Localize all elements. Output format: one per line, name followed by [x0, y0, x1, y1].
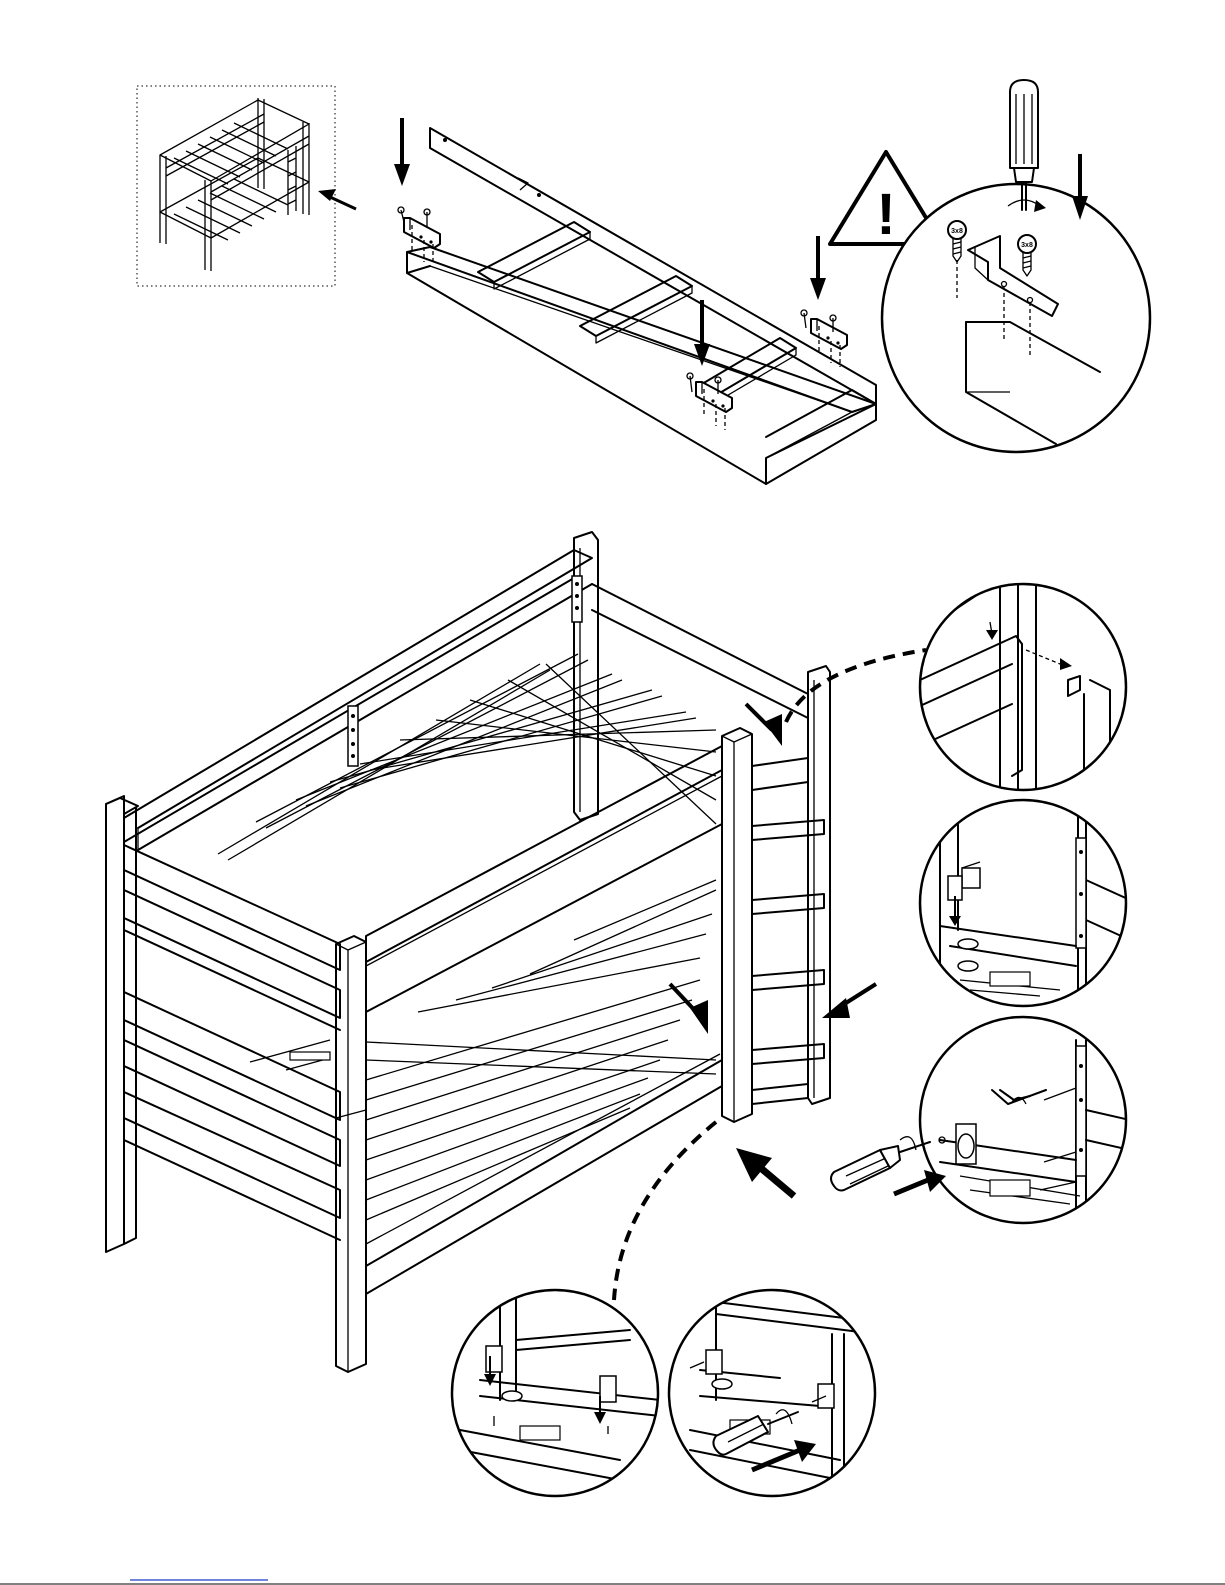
lower-bracket-detail	[452, 1290, 660, 1496]
callout-leader-lower	[614, 1122, 716, 1300]
overview-arrow-icon	[318, 189, 356, 209]
bunk-bed-overview-icon	[160, 98, 309, 271]
bed-base-frame	[407, 128, 876, 484]
bracket-middle-icon	[687, 373, 732, 430]
bunk-bed-assembly	[106, 532, 830, 1372]
screw-detail-callout: 3x8 3x8	[882, 80, 1150, 452]
lower-slats	[366, 880, 716, 1220]
screw-right-label: 3x8	[1021, 242, 1033, 249]
bolt-fastening-detail	[831, 1017, 1130, 1223]
bracket-right-icon	[801, 310, 847, 367]
warning-symbol: !	[876, 182, 895, 247]
rail-hook-detail	[920, 580, 1126, 790]
main-arrows	[670, 704, 876, 1196]
ladder-icon	[752, 758, 824, 1104]
frame-brackets	[398, 207, 847, 430]
down-arrow-icon	[394, 118, 410, 186]
down-arrow-icon	[810, 236, 826, 300]
overview-thumbnail	[137, 86, 356, 286]
upper-slats	[218, 654, 716, 860]
lower-screw-detail	[669, 1290, 875, 1496]
arrow-up-left-icon	[736, 1148, 794, 1196]
bracket-slide-detail	[920, 800, 1130, 1006]
arrow-to-lower-bed-icon	[670, 984, 708, 1034]
screw-left-label: 3x8	[951, 228, 963, 235]
